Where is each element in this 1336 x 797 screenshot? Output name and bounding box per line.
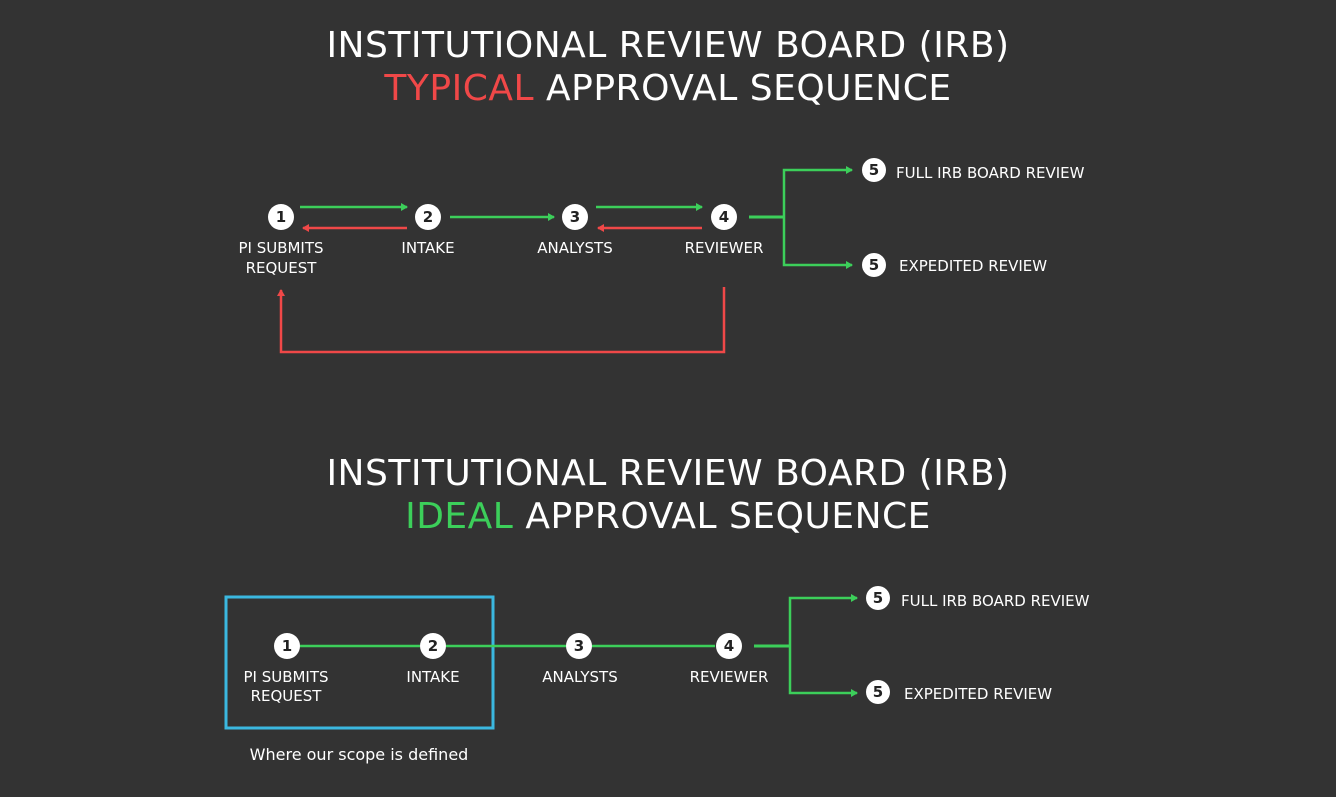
ideal-branch-expedited	[788, 646, 858, 697]
typical-step-2: 2 INTAKE	[401, 204, 455, 257]
ideal-title: INSTITUTIONAL REVIEW BOARD (IRB) IDEAL A…	[0, 452, 1336, 538]
ideal-branch-full	[788, 594, 858, 646]
ideal-step-2-label-line1: INTAKE	[406, 668, 459, 686]
typical-return-loop	[277, 287, 726, 354]
typical-title-line2: TYPICAL APPROVAL SEQUENCE	[0, 67, 1336, 110]
ideal-step-4-number: 4	[724, 637, 734, 655]
typical-step-4: 4 REVIEWER	[685, 204, 764, 257]
typical-step-3: 3 ANALYSTS	[537, 204, 613, 257]
typical-step-4-number: 4	[719, 208, 729, 226]
typical-title-keyword: TYPICAL	[384, 68, 535, 109]
ideal-outcome-expedited-label: EXPEDITED REVIEW	[904, 685, 1052, 703]
ideal-title-line2: IDEAL APPROVAL SEQUENCE	[0, 495, 1336, 538]
ideal-outcome-full: 5 FULL IRB BOARD REVIEW	[866, 586, 1090, 610]
typical-diagram: 1 PI SUBMITS REQUEST 2 INTAKE 3 ANALYSTS…	[238, 158, 1085, 354]
typical-step-3-label-line1: ANALYSTS	[537, 239, 612, 257]
ideal-step-3-label-line1: ANALYSTS	[542, 668, 617, 686]
ideal-outcome-full-number: 5	[873, 589, 883, 607]
typical-outcome-expedited-number: 5	[869, 256, 879, 274]
typical-branch-expedited	[782, 217, 853, 269]
ideal-step-1-number: 1	[282, 637, 292, 655]
ideal-step-3-number: 3	[574, 637, 584, 655]
typical-title: INSTITUTIONAL REVIEW BOARD (IRB) TYPICAL…	[0, 24, 1336, 110]
ideal-step-1-label-line2: REQUEST	[251, 687, 323, 705]
typical-step-2-label-line1: INTAKE	[401, 239, 454, 257]
ideal-title-line1: INSTITUTIONAL REVIEW BOARD (IRB)	[326, 453, 1010, 494]
ideal-step-1-label-line1: PI SUBMITS	[243, 668, 328, 686]
typical-title-rest: APPROVAL SEQUENCE	[546, 68, 952, 109]
scope-box	[224, 595, 495, 730]
ideal-title-rest: APPROVAL SEQUENCE	[525, 496, 931, 537]
typical-step-1-number: 1	[276, 208, 286, 226]
scope-caption: Where our scope is defined	[250, 745, 469, 764]
ideal-outcome-expedited: 5 EXPEDITED REVIEW	[866, 680, 1052, 704]
typical-step-3-number: 3	[570, 208, 580, 226]
typical-step-4-label-line1: REVIEWER	[685, 239, 764, 257]
ideal-step-2: 2 INTAKE	[406, 633, 460, 686]
typical-step-1-label-line1: PI SUBMITS	[238, 239, 323, 257]
typical-outcome-full-number: 5	[869, 161, 879, 179]
ideal-diagram: Where our scope is defined 1 PI SUBMITS …	[224, 586, 1090, 764]
typical-step-1-label-line2: REQUEST	[246, 259, 318, 277]
typical-branch-full	[782, 166, 853, 217]
ideal-step-4-label-line1: REVIEWER	[690, 668, 769, 686]
typical-step-2-number: 2	[423, 208, 433, 226]
typical-outcome-full: 5 FULL IRB BOARD REVIEW	[862, 158, 1085, 182]
typical-step-1: 1 PI SUBMITS REQUEST	[238, 204, 324, 277]
ideal-outcome-expedited-number: 5	[873, 683, 883, 701]
ideal-title-keyword: IDEAL	[405, 496, 514, 537]
ideal-step-1: 1 PI SUBMITS REQUEST	[243, 633, 329, 705]
typical-outcome-expedited-label: EXPEDITED REVIEW	[899, 257, 1047, 275]
ideal-step-2-number: 2	[428, 637, 438, 655]
ideal-step-3: 3 ANALYSTS	[542, 633, 618, 686]
typical-title-line1: INSTITUTIONAL REVIEW BOARD (IRB)	[326, 25, 1010, 66]
ideal-outcome-full-label: FULL IRB BOARD REVIEW	[901, 592, 1090, 610]
typical-outcome-expedited: 5 EXPEDITED REVIEW	[862, 253, 1047, 277]
ideal-step-4: 4 REVIEWER	[690, 633, 769, 686]
typical-outcome-full-label: FULL IRB BOARD REVIEW	[896, 164, 1085, 182]
